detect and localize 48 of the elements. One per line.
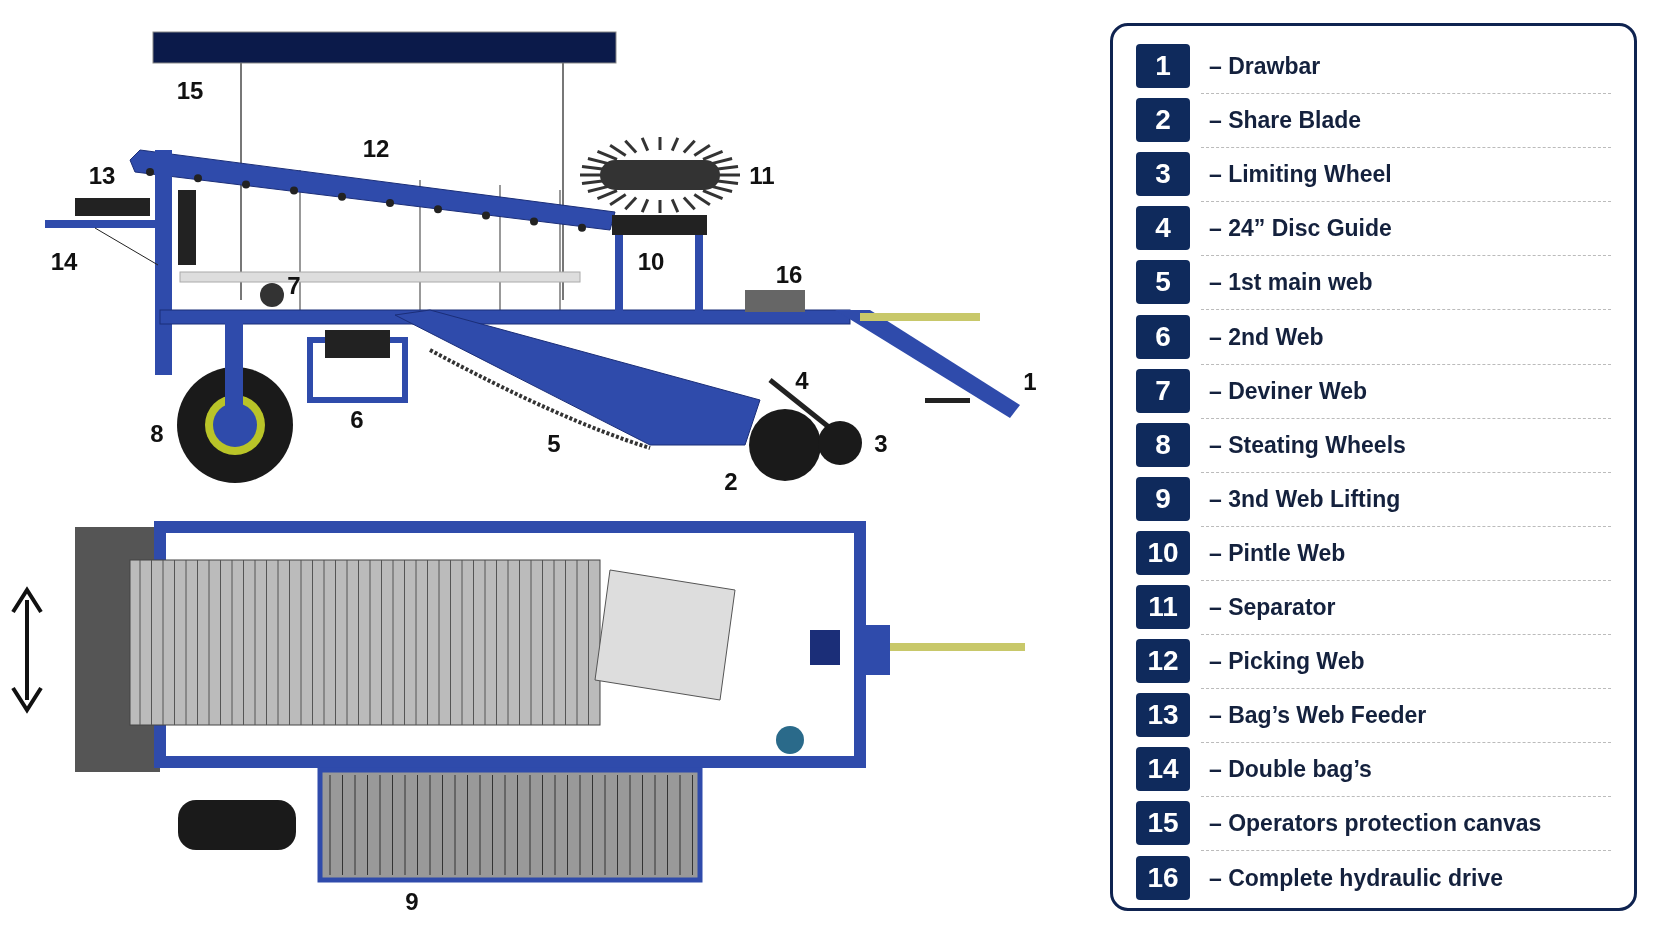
- callout-number: 11: [749, 162, 775, 190]
- callout-number: 15: [1136, 801, 1190, 846]
- callout-number: 2: [1136, 98, 1190, 143]
- callout-number: 3: [1136, 152, 1190, 197]
- part-name: – Limiting Wheel: [1209, 160, 1392, 188]
- part-name: – Separator: [1209, 593, 1336, 621]
- callout-number: 4: [1136, 206, 1190, 251]
- part-name: – Steating Wheels: [1209, 431, 1406, 459]
- callout-number: 1: [1136, 44, 1190, 88]
- part-name: – Deviner Web: [1209, 377, 1368, 405]
- callout-number: 6: [1136, 314, 1190, 359]
- callout-number: 10: [637, 248, 665, 276]
- callout-number: 5: [1136, 260, 1190, 305]
- part-name: – Drawbar: [1209, 52, 1321, 80]
- callout-number: 1: [1023, 368, 1037, 396]
- callout-number: 14: [50, 248, 78, 276]
- part-name: – Share Blade: [1209, 106, 1362, 134]
- callout-number: 14: [1136, 747, 1190, 792]
- callout-number: 4: [795, 367, 809, 395]
- callout-number: 16: [1136, 855, 1190, 900]
- part-name: – 24” Disc Guide: [1209, 214, 1392, 242]
- part-name: – Complete hydraulic drive: [1209, 864, 1503, 891]
- callout-number: 8: [150, 420, 164, 448]
- callout-number: 16: [775, 261, 803, 289]
- part-name: – 3nd Web Lifting: [1209, 485, 1401, 513]
- callout-number: 8: [1136, 422, 1190, 467]
- callout-number: 12: [1136, 639, 1190, 684]
- callout-number: 9: [1136, 476, 1190, 521]
- callout-number: 7: [287, 272, 301, 300]
- callout-number: 13: [88, 162, 116, 190]
- callout-number: 10: [1136, 530, 1190, 575]
- callout-number: 7: [1136, 368, 1190, 413]
- callout-number: 5: [547, 430, 561, 458]
- part-name: – Bag’s Web Feeder: [1209, 701, 1427, 729]
- callout-number: 15: [176, 77, 204, 105]
- callout-number: 13: [1136, 693, 1190, 738]
- part-name: – Pintle Web: [1209, 539, 1346, 567]
- part-name: – Double bag’s: [1209, 755, 1372, 783]
- callout-number: 9: [405, 888, 419, 916]
- callout-number: 3: [874, 430, 888, 458]
- part-name: – Operators protection canvas: [1209, 809, 1542, 837]
- callout-number: 2: [724, 468, 738, 496]
- callout-number: 6: [350, 406, 364, 434]
- callout-number: 11: [1136, 585, 1190, 629]
- callout-number: 12: [362, 135, 390, 163]
- part-name: – 2nd Web: [1209, 323, 1324, 350]
- part-name: – 1st main web: [1209, 268, 1373, 296]
- part-name: – Picking Web: [1209, 647, 1365, 675]
